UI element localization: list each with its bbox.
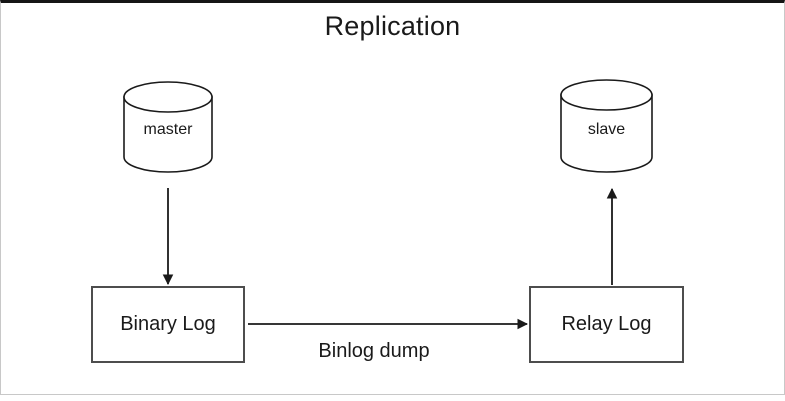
node-label-relay-log: Relay Log	[561, 313, 652, 335]
node-master-shape	[123, 81, 213, 173]
diagram-title: Replication	[324, 11, 461, 41]
node-label-master: master	[143, 121, 193, 138]
node-label-binary-log: Binary Log	[120, 313, 216, 335]
node-binary-log-shape	[91, 286, 245, 363]
node-label-slave: slave	[587, 121, 626, 138]
node-relay-log-shape	[529, 286, 684, 363]
edge-label-binlog-dump: Binlog dump	[318, 340, 430, 362]
node-slave-shape	[560, 79, 653, 173]
